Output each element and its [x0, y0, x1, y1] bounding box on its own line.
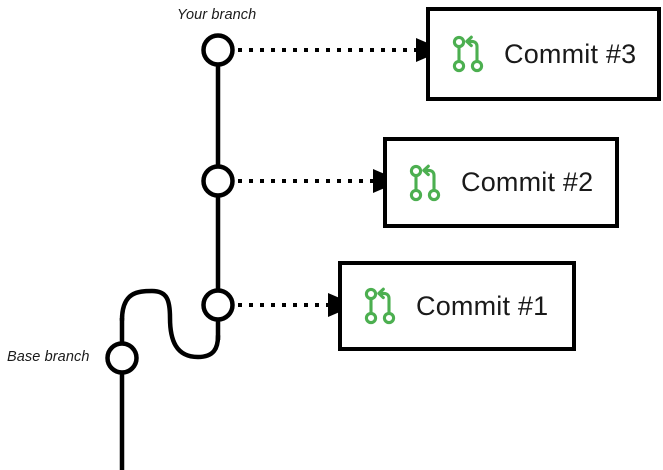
commit-card-2[interactable]: Commit #2 [383, 137, 619, 228]
commit-label-3: Commit #3 [504, 38, 637, 69]
commit-node-3[interactable] [201, 33, 235, 67]
commit-label-1: Commit #1 [416, 290, 549, 321]
base-node[interactable] [105, 341, 139, 375]
base-branch-label: Base branch [7, 349, 90, 365]
your-branch-label: Your branch [177, 7, 257, 23]
commit-node-2[interactable] [201, 164, 235, 198]
git-pull-request-icon [452, 35, 484, 73]
commit-card-1[interactable]: Commit #1 [338, 261, 576, 351]
branch-merge-curve [119, 288, 221, 360]
git-pull-request-icon [409, 164, 441, 201]
git-pull-request-icon [364, 287, 396, 325]
commit-node-1[interactable] [201, 288, 235, 322]
commit-label-2: Commit #2 [461, 167, 594, 197]
commit-card-3[interactable]: Commit #3 [426, 7, 661, 101]
